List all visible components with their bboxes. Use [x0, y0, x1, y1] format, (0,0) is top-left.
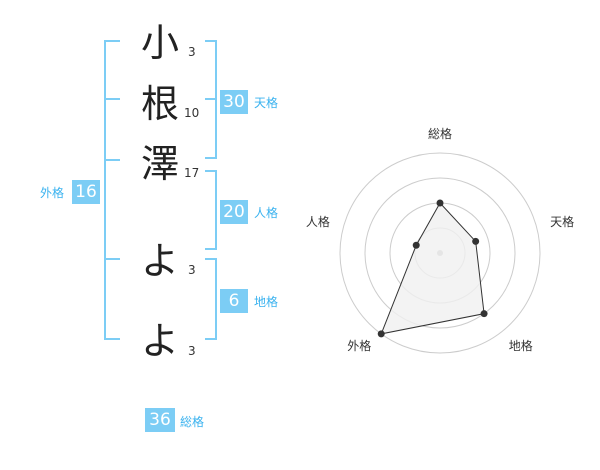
- gaikaku-bracket-tick-2: [104, 159, 120, 161]
- soukaku-value: 36: [145, 408, 175, 432]
- jinkaku-bracket: [205, 170, 217, 250]
- stroke-count-1: 3: [188, 45, 196, 59]
- radar-series-polygon: [380, 202, 485, 335]
- name-char-5: よ: [141, 319, 180, 363]
- radar-point-4: [377, 330, 385, 338]
- tenkaku-value: 30: [220, 90, 248, 114]
- radar-axis-label-5: 人格: [306, 214, 330, 229]
- soukaku-label: 総格: [180, 415, 205, 429]
- name-char-1: 小: [141, 21, 180, 65]
- stroke-count-3: 17: [184, 166, 200, 180]
- radar-axis-label-3: 地格: [509, 338, 533, 353]
- radar-grid-ring: [339, 152, 541, 354]
- radar-point-3: [480, 310, 488, 318]
- stroke-count-5: 3: [188, 344, 196, 358]
- jinkaku-value: 20: [220, 200, 248, 224]
- gaikaku-bracket-tick-1: [104, 98, 120, 100]
- name-char-3: 澤: [141, 142, 180, 186]
- jinkaku-label: 人格: [254, 206, 279, 220]
- gaikaku-bracket-tick-3: [104, 258, 120, 260]
- stroke-count-2: 10: [184, 106, 200, 120]
- chikaku-value: 6: [220, 289, 248, 313]
- gaikaku-label: 外格: [40, 186, 65, 200]
- name-char-2: 根: [141, 82, 180, 126]
- radar-axis-label-1: 総格: [428, 126, 452, 141]
- chikaku-label: 地格: [254, 295, 279, 309]
- radar-grid-ring: [364, 177, 516, 329]
- chikaku-bracket: [205, 258, 217, 340]
- radar-point-2: [472, 237, 480, 245]
- gaikaku-bracket: [104, 40, 120, 340]
- stroke-count-4: 3: [188, 263, 196, 277]
- tenkaku-bracket-tick: [205, 98, 217, 100]
- name-char-4: よ: [141, 239, 180, 283]
- radar-point-1: [436, 199, 444, 207]
- radar-axis-label-4: 外格: [347, 338, 371, 353]
- radar-axis-label-2: 天格: [550, 214, 574, 229]
- radar-point-5: [412, 241, 420, 249]
- gaikaku-value: 16: [72, 180, 100, 204]
- tenkaku-label: 天格: [254, 96, 279, 110]
